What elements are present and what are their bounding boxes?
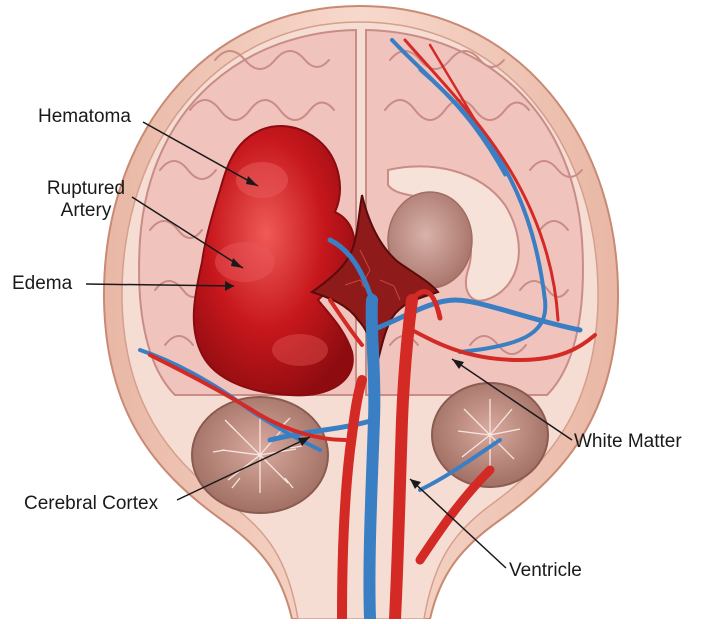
hematoma-mass bbox=[192, 125, 356, 397]
label-white-matter: White Matter bbox=[574, 431, 682, 452]
arteries bbox=[148, 38, 597, 624]
cerebellum-left bbox=[191, 396, 329, 514]
leader-arrowheads bbox=[225, 176, 464, 489]
leader-lines bbox=[85, 121, 573, 569]
label-ruptured-artery: Ruptured Artery bbox=[38, 178, 134, 222]
label-cerebral-cortex: Cerebral Cortex bbox=[24, 493, 159, 514]
label-ruptured-artery-line2: Artery bbox=[60, 200, 112, 221]
label-ventricle: Ventricle bbox=[509, 560, 582, 581]
label-ruptured-artery-line1: Ruptured bbox=[46, 178, 126, 199]
lateral-ventricle bbox=[387, 165, 520, 302]
cerebellum-right bbox=[431, 382, 549, 488]
label-hematoma: Hematoma bbox=[38, 106, 131, 127]
label-edema: Edema bbox=[12, 273, 73, 294]
